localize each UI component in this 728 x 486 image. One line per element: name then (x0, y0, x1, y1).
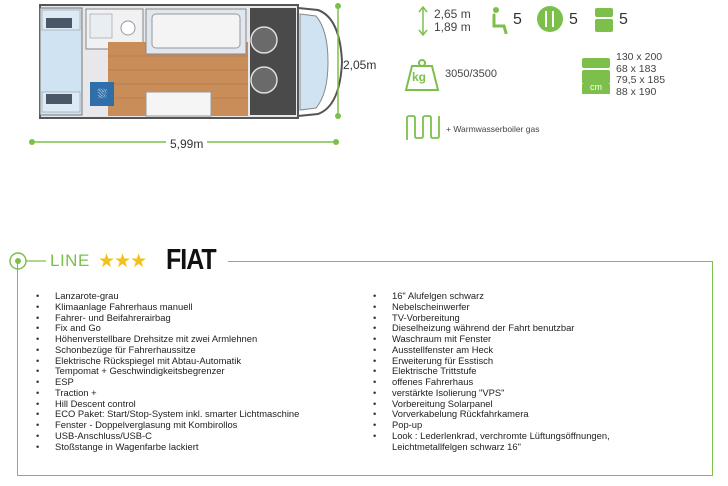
weight-icon-text: kg (412, 70, 427, 84)
bed-icon (595, 8, 613, 32)
bed-size-icon-text: cm (590, 82, 602, 92)
equipment-box (17, 261, 713, 476)
height2-unit: m (460, 20, 471, 34)
equipment-item: TV-Vorbereitung (373, 312, 610, 324)
height-value: 2,65 m 1,89 m (434, 8, 471, 34)
svg-text:⛆: ⛆ (97, 87, 107, 101)
equipment-item: Ausstellfenster am Heck (373, 344, 610, 356)
equipment-item: Vorbereitung Solarpanel (373, 398, 610, 410)
beds-count: 5 (619, 11, 628, 28)
equipment-item: Traction + (36, 387, 299, 399)
equipment-item: Leichtmetallfelgen schwarz 16" (392, 440, 521, 452)
dining-count: 5 (569, 11, 578, 28)
height-number: 2,65 (434, 7, 458, 21)
equipment-item: Waschraum mit Fenster (373, 333, 610, 345)
equipment-item: Lanzarote-grau (36, 290, 299, 302)
equipment-item: Dieselheizung während der Fahrt benutzba… (373, 322, 610, 334)
equipment-item: USB-Anschluss/USB-C (36, 430, 299, 442)
bed-size-3: 79,5 x 185 (616, 74, 666, 86)
equipment-item: 16" Alufelgen schwarz (373, 290, 610, 302)
equipment-item: Tempomat + Geschwindigkeitsbegrenzer (36, 365, 299, 377)
line-label: LINE (50, 251, 90, 270)
height2-number: 1,89 (434, 20, 458, 34)
boiler-icon (406, 115, 440, 140)
height-icon (418, 6, 428, 36)
equipment-item: Nebelscheinwerfer (373, 301, 610, 313)
equipment-item: ECO Paket: Start/Stop-System inkl. smart… (36, 408, 299, 420)
boiler-label: + Warmwasserboiler gas (446, 124, 540, 134)
seats-count: 5 (513, 11, 522, 28)
length-label: 5,99m (166, 137, 208, 151)
equipment-item: verstärkte Isolierung "VPS" (373, 387, 610, 399)
equipment-item: Fenster - Doppelverglasung mit Kombiroll… (36, 419, 299, 431)
brand-logo: FIAT (166, 243, 217, 277)
equipment-list-left: Lanzarote-grauKlimaanlage Fahrerhaus man… (36, 290, 299, 453)
line-marker-icon (9, 252, 46, 270)
equipment-item: Vorverkabelung Rückfahrkamera (373, 408, 610, 420)
equipment-item: Höhenverstellbare Drehsitze mit zwei Arm… (36, 333, 299, 345)
weight-value: 3050/3500 (445, 68, 497, 80)
equipment-item: Look : Lederlenkrad, verchromte Lüftungs… (373, 430, 610, 442)
equipment-item: Hill Descent control (36, 398, 299, 410)
equipment-item: Fahrer- und Beifahrerairbag (36, 312, 299, 324)
equipment-item: Fix and Go (36, 322, 299, 334)
equipment-item: offenes Fahrerhaus (373, 376, 610, 388)
width-label: 2,05m (343, 58, 377, 72)
bed-sizes-list: 130 x 200 68 x 183 79,5 x 185 88 x 190 (616, 51, 666, 98)
equipment-list-right: 16" Alufelgen schwarzNebelscheinwerferTV… (373, 290, 610, 452)
dining-icon (537, 6, 563, 32)
equipment-item: Stoßstange in Wagenfarbe lackiert (36, 441, 299, 453)
equipment-item: Erweiterung für Esstisch (373, 355, 610, 367)
equipment-item: Schonbezüge für Fahrerhaussitze (36, 344, 299, 356)
seat-icon (492, 7, 508, 34)
bed-size-2: 68 x 183 (616, 62, 657, 75)
equipment-box-top-border (228, 261, 712, 262)
bed-size-1: 130 x 200 (616, 51, 663, 63)
height-unit: m (460, 7, 471, 21)
equipment-item: Klimaanlage Fahrerhaus manuell (36, 301, 299, 313)
weight-icon (404, 59, 440, 91)
rating-stars: ★★★ (98, 251, 147, 272)
equipment-item: Elektrische Trittstufe (373, 365, 610, 377)
bed-size-4: 88 x 190 (616, 85, 657, 98)
equipment-item: ESP (36, 376, 299, 388)
bed-size-icon (582, 58, 610, 94)
equipment-item: Elektrische Rückspiegel mit Abtau-Automa… (36, 355, 299, 367)
equipment-item: Pop-up (373, 419, 610, 431)
floorplan-diagram: ⛆ (29, 3, 344, 145)
